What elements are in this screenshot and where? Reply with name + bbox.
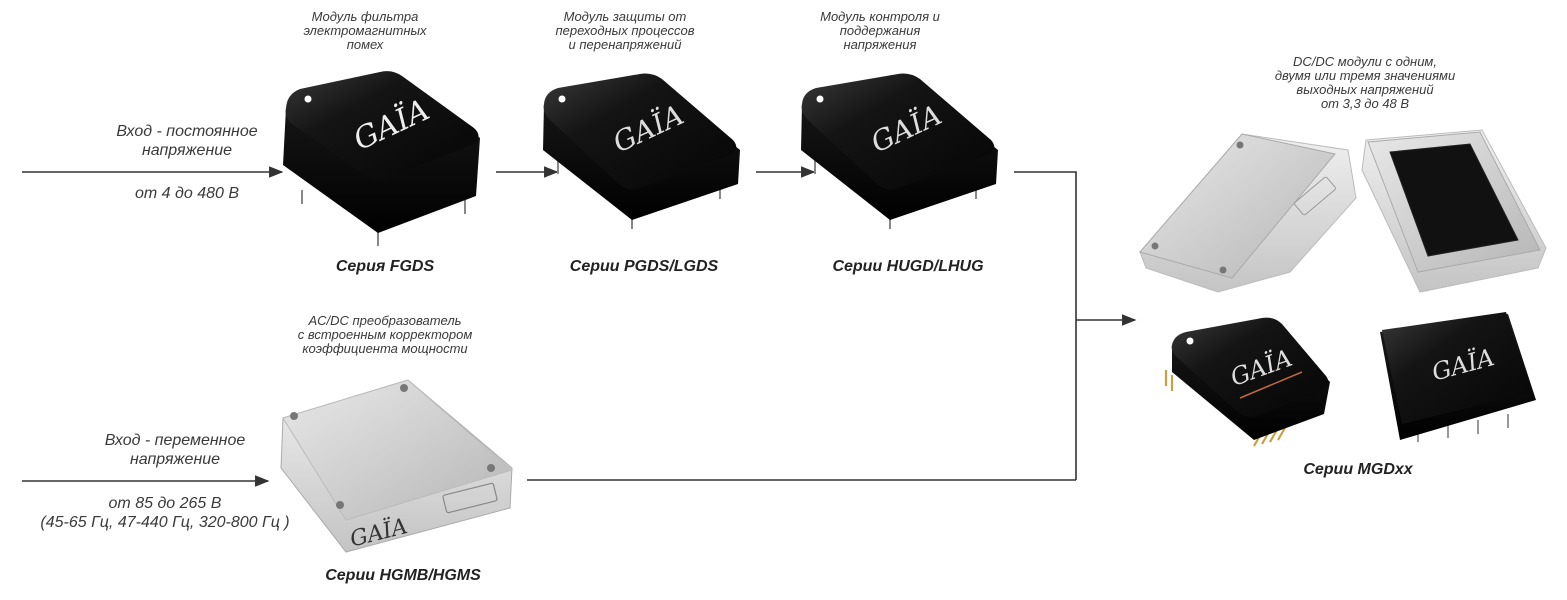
module-acdc-image: GAÏA bbox=[280, 379, 514, 553]
module-filter-image: GAÏA bbox=[283, 71, 480, 246]
filter-series: Серия FGDS bbox=[335, 258, 435, 275]
holdup-series: Серии HUGD/LHUG bbox=[832, 258, 984, 275]
module-dcdc-black-1-image: GAÏA bbox=[1164, 317, 1330, 447]
filter-caption: Модуль фильтра электромагнитных помех bbox=[303, 9, 427, 52]
dcdc-series: Серии MGDxx bbox=[1303, 461, 1413, 478]
module-dcdc-silver-1-image bbox=[1139, 133, 1357, 293]
line-holdup-to-bus bbox=[1014, 171, 1077, 480]
ac-input-title: Вход - переменное напряжение bbox=[104, 432, 246, 468]
module-holdup-image: GAÏA bbox=[801, 73, 998, 229]
dcdc-caption: DC/DC модули с одним, двумя или тремя зн… bbox=[1274, 54, 1456, 111]
connector-lines bbox=[22, 166, 1137, 487]
protection-caption: Модуль защиты от переходных процессов и … bbox=[555, 9, 695, 52]
acdc-caption: AC/DC преобразователь с встроенным корре… bbox=[297, 313, 473, 356]
holdup-caption: Модуль контроля и поддержания напряжения bbox=[820, 9, 940, 52]
dc-input-title: Вход - постоянное напряжение bbox=[116, 123, 258, 159]
protection-series: Серии PGDS/LGDS bbox=[569, 258, 719, 275]
acdc-series: Серии HGMB/HGMS bbox=[325, 567, 481, 584]
module-protection-image: GAÏA bbox=[543, 73, 740, 229]
module-dcdc-black-2-image: GAÏA bbox=[1380, 312, 1536, 442]
module-dcdc-silver-2-image bbox=[1361, 129, 1547, 293]
ac-input-range: от 85 до 265 В (45-65 Гц, 47-440 Гц, 320… bbox=[40, 495, 290, 531]
dc-input-range: от 4 до 480 В bbox=[134, 185, 239, 202]
